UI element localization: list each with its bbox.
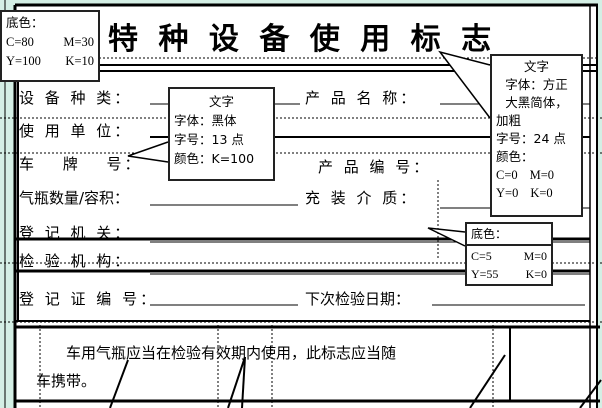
cmyk-m: M=0: [523, 249, 547, 263]
callout-title-size: 字号：24 点: [496, 131, 566, 146]
label-cylinder-qty: 气瓶数量/容积：: [19, 189, 130, 207]
notice-line-1: 车用气瓶应当在检验有效期内使用，此标志应当随: [66, 344, 397, 362]
page-title: 特 种 设 备 使 用 标 志: [108, 22, 497, 57]
cmyk-m: M=0: [529, 168, 555, 182]
callout-title-heading: 文字: [523, 59, 549, 74]
cmyk-k: K=0: [525, 267, 547, 281]
cmyk-k: K=0: [530, 186, 553, 200]
label-fill-medium: 充 装 介 质：: [305, 189, 419, 207]
cmyk-k: K=10: [65, 54, 94, 68]
label-next-inspection-date: 下次检验日期：: [305, 290, 411, 308]
cmyk-y: Y=100: [6, 54, 41, 68]
cmyk-c: C=80: [6, 35, 34, 49]
callout-title-bold: 加粗: [496, 113, 522, 128]
callout-body-color: 颜色：K=100: [174, 151, 255, 166]
label-reg-authority: 登 记 机 关：: [19, 224, 133, 242]
label-inspection-agency: 检 验 机 构：: [19, 252, 133, 270]
callout-body-size: 字号：13 点: [174, 132, 244, 147]
label-plate-number: 车 牌 号：: [19, 155, 143, 173]
callout-body-font: 字体：黑体: [174, 113, 237, 128]
callout-title-font1: 字体：方正: [505, 77, 568, 92]
label-reg-cert-number: 登 记 证 编 号：: [19, 290, 159, 308]
label-product-number: 产 品 编 号：: [318, 158, 432, 176]
callout-bg-top: 底色： C=80 M=30 Y=100 K=10: [0, 10, 100, 82]
cmyk-y: Y=0: [496, 186, 519, 200]
callout-title-color: 颜色：: [496, 149, 534, 164]
label-user-unit: 使 用 单 位：: [19, 122, 133, 140]
callout-title-font2: 大黑简体，: [505, 95, 568, 110]
callout-body-heading: 文字: [208, 94, 234, 109]
cmyk-y: Y=55: [471, 267, 499, 281]
callout-bg-form: 底色： C=5 M=0 Y=55 K=0: [465, 222, 553, 286]
callout-bg-top-label: 底色：: [6, 16, 44, 30]
label-product-name: 产 品 名 称：: [305, 89, 419, 107]
callout-bg-form-label: 底色：: [467, 224, 551, 246]
callout-body-text: 文字 字体：黑体 字号：13 点 颜色：K=100: [168, 87, 275, 181]
notice-line-2: 车携带。: [36, 372, 97, 390]
cmyk-c: C=5: [471, 249, 492, 263]
cmyk-c: C=0: [496, 168, 518, 182]
cmyk-m: M=30: [63, 35, 94, 49]
callout-title-text: 文字 字体：方正 大黑简体， 加粗 字号：24 点 颜色： C=0 M=0 Y=0…: [490, 54, 583, 217]
label-equipment-type: 设 备 种 类：: [19, 89, 133, 107]
